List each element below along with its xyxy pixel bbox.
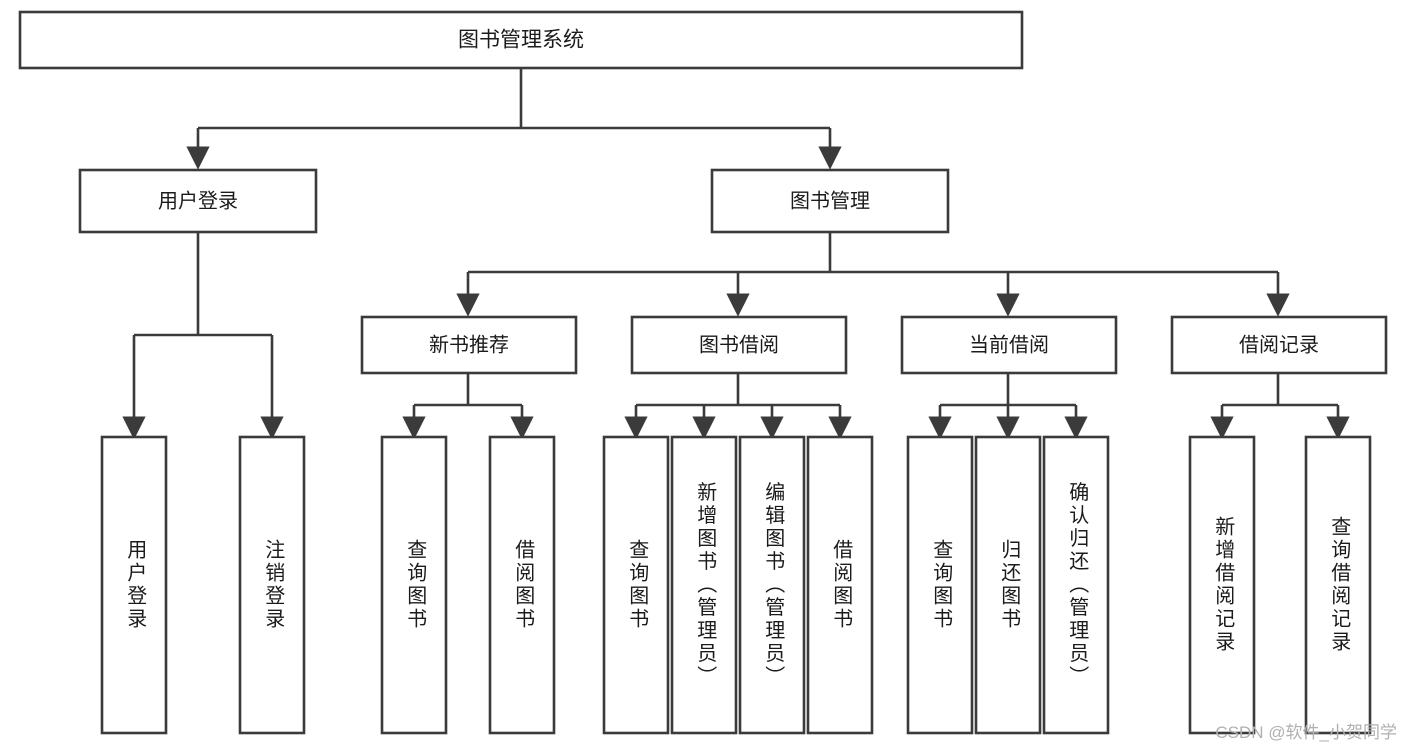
node-leaf-query-borrow-record-label: 查询借阅记录 xyxy=(1328,516,1351,654)
node-leaf-user-login-label: 用户登录 xyxy=(124,539,147,631)
node-leaf-logout-label: 注销登录 xyxy=(262,539,285,631)
node-leaf-recommend-borrow-book-label: 借阅图书 xyxy=(512,539,535,631)
csdn-watermark: CSDN @软件_小贺同学 xyxy=(1215,723,1397,742)
node-user-login-label: 用户登录 xyxy=(158,189,238,212)
node-leaf-recommend-query-book[interactable]: 查询图书 xyxy=(380,435,448,735)
edge-group-userlogin-to-leaves xyxy=(122,232,284,440)
node-book-borrow-label: 图书借阅 xyxy=(699,333,779,356)
node-current-borrow[interactable]: 当前借阅 xyxy=(900,315,1118,375)
node-book-management-label: 图书管理 xyxy=(790,189,870,212)
node-leaf-recommend-borrow-book[interactable]: 借阅图书 xyxy=(488,435,556,735)
node-leaf-current-query-book[interactable]: 查询图书 xyxy=(906,435,974,735)
node-leaf-borrow-query-book-label: 查询图书 xyxy=(626,539,649,631)
node-leaf-query-borrow-record[interactable]: 查询借阅记录 xyxy=(1304,435,1372,735)
node-leaf-borrow-book[interactable]: 借阅图书 xyxy=(806,435,874,735)
node-leaf-borrow-book-label: 借阅图书 xyxy=(830,539,853,631)
node-borrow-record[interactable]: 借阅记录 xyxy=(1170,315,1388,375)
node-leaf-confirm-return-admin[interactable]: 确认归还（管理员） xyxy=(1042,435,1110,735)
edge-group-bookmgmt-to-level3 xyxy=(456,232,1290,317)
node-leaf-add-borrow-record-label: 新增借阅记录 xyxy=(1212,516,1235,654)
node-leaf-recommend-query-book-label: 查询图书 xyxy=(404,539,427,631)
node-root-label: 图书管理系统 xyxy=(458,29,584,52)
edge-group-currentborrow-to-leaves xyxy=(928,373,1088,440)
node-book-management[interactable]: 图书管理 xyxy=(710,168,950,234)
node-leaf-return-book[interactable]: 归还图书 xyxy=(974,435,1042,735)
edge-group-newbook-to-leaves xyxy=(402,373,534,440)
node-leaf-add-book-admin-label: 新增图书（管理员） xyxy=(694,481,717,688)
node-leaf-borrow-query-book[interactable]: 查询图书 xyxy=(602,435,670,735)
node-leaf-logout[interactable]: 注销登录 xyxy=(238,435,306,735)
node-new-book-recommend[interactable]: 新书推荐 xyxy=(360,315,578,375)
node-leaf-return-book-label: 归还图书 xyxy=(998,539,1021,631)
node-leaf-edit-book-admin-label: 编辑图书（管理员） xyxy=(762,481,785,688)
node-book-borrow[interactable]: 图书借阅 xyxy=(630,315,848,375)
node-leaf-user-login[interactable]: 用户登录 xyxy=(100,435,168,735)
edge-group-bookborrow-to-leaves xyxy=(624,373,852,440)
node-user-login[interactable]: 用户登录 xyxy=(78,168,318,234)
node-leaf-edit-book-admin[interactable]: 编辑图书（管理员） xyxy=(738,435,806,735)
node-root-system[interactable]: 图书管理系统 xyxy=(18,10,1024,70)
edge-group-root-to-level2 xyxy=(186,68,842,170)
node-current-borrow-label: 当前借阅 xyxy=(969,333,1049,356)
node-leaf-add-book-admin[interactable]: 新增图书（管理员） xyxy=(670,435,738,735)
node-leaf-add-borrow-record[interactable]: 新增借阅记录 xyxy=(1188,435,1256,735)
node-new-book-recommend-label: 新书推荐 xyxy=(429,333,509,356)
node-leaf-current-query-book-label: 查询图书 xyxy=(930,539,953,631)
edge-group-borrowrecord-to-leaves xyxy=(1210,373,1350,440)
node-leaf-confirm-return-admin-label: 确认归还（管理员） xyxy=(1066,481,1089,688)
node-borrow-record-label: 借阅记录 xyxy=(1239,333,1319,356)
